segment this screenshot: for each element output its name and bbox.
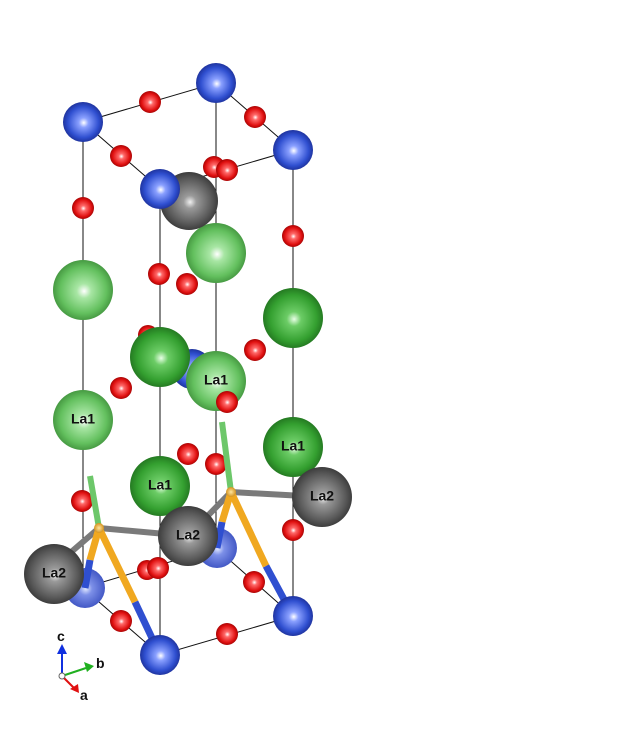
bond <box>95 526 139 604</box>
axis-b-arrow <box>61 667 87 677</box>
oxygen-atom <box>71 490 93 512</box>
lanthanum-atom <box>130 327 190 387</box>
atom-label-la1: La1 <box>71 411 95 427</box>
blue-atom <box>273 596 313 636</box>
atom-label-la1: La1 <box>204 372 228 388</box>
axis-c-arrowhead <box>57 644 67 654</box>
front-atoms <box>24 467 352 675</box>
gold-atoms <box>94 487 236 533</box>
gold-atom <box>226 487 236 497</box>
oxygen-atom <box>244 339 266 361</box>
axis-label-b: b <box>96 655 105 671</box>
bond <box>213 521 226 549</box>
bond <box>81 559 94 589</box>
bond <box>218 490 235 524</box>
lanthanum-atom <box>130 456 190 516</box>
atom-label-la2: La2 <box>310 488 334 504</box>
oxygen-atom <box>216 159 238 181</box>
oxygen-atom <box>110 145 132 167</box>
oxygen-atom <box>243 571 265 593</box>
oxygen-atom <box>110 610 132 632</box>
oxygen-atom <box>216 623 238 645</box>
oxygen-atom <box>244 106 266 128</box>
top-atoms <box>63 63 313 230</box>
oxygen-atom <box>110 377 132 399</box>
bond <box>87 475 102 529</box>
blue-atom <box>63 102 103 142</box>
axis-b-arrowhead <box>84 662 94 672</box>
gold-atom <box>94 523 104 533</box>
lanthanum-atom <box>263 288 323 348</box>
lanthanum-atom <box>53 390 113 450</box>
axis-a-arrowhead <box>70 684 79 693</box>
axis-origin <box>58 672 66 680</box>
blue-atom <box>273 130 313 170</box>
middle-atoms <box>53 197 323 516</box>
oxygen-atom <box>147 557 169 579</box>
blue-atom <box>140 635 180 675</box>
oxygen-atom <box>139 91 161 113</box>
la2-atom <box>24 544 84 604</box>
lanthanum-atom <box>186 223 246 283</box>
blue-atom <box>140 169 180 209</box>
oxygen-atom <box>148 263 170 285</box>
la2-atom <box>292 467 352 527</box>
blue-atom <box>196 63 236 103</box>
axis-triad: c b a <box>57 628 105 703</box>
atom-label-la2: La2 <box>42 565 66 581</box>
atom-label-la1: La1 <box>148 477 172 493</box>
atom-labels: La1 La1 La1 La1 La2 La2 La2 <box>42 372 334 581</box>
oxygen-atom <box>205 453 227 475</box>
axis-label-a: a <box>80 687 88 703</box>
lanthanum-atom <box>53 260 113 320</box>
bond <box>219 421 234 493</box>
lanthanum-atom <box>263 417 323 477</box>
la2-atom <box>158 506 218 566</box>
bond <box>227 490 270 568</box>
atom-label-la1: La1 <box>281 438 305 454</box>
bond <box>86 527 103 561</box>
oxygen-atom <box>282 225 304 247</box>
oxygen-atom <box>176 273 198 295</box>
oxygen-atom <box>177 443 199 465</box>
oxygen-atom <box>216 391 238 413</box>
atom-label-la2: La2 <box>176 527 200 543</box>
oxygen-atom <box>282 519 304 541</box>
oxygen-atom <box>72 197 94 219</box>
axis-label-c: c <box>57 628 65 644</box>
